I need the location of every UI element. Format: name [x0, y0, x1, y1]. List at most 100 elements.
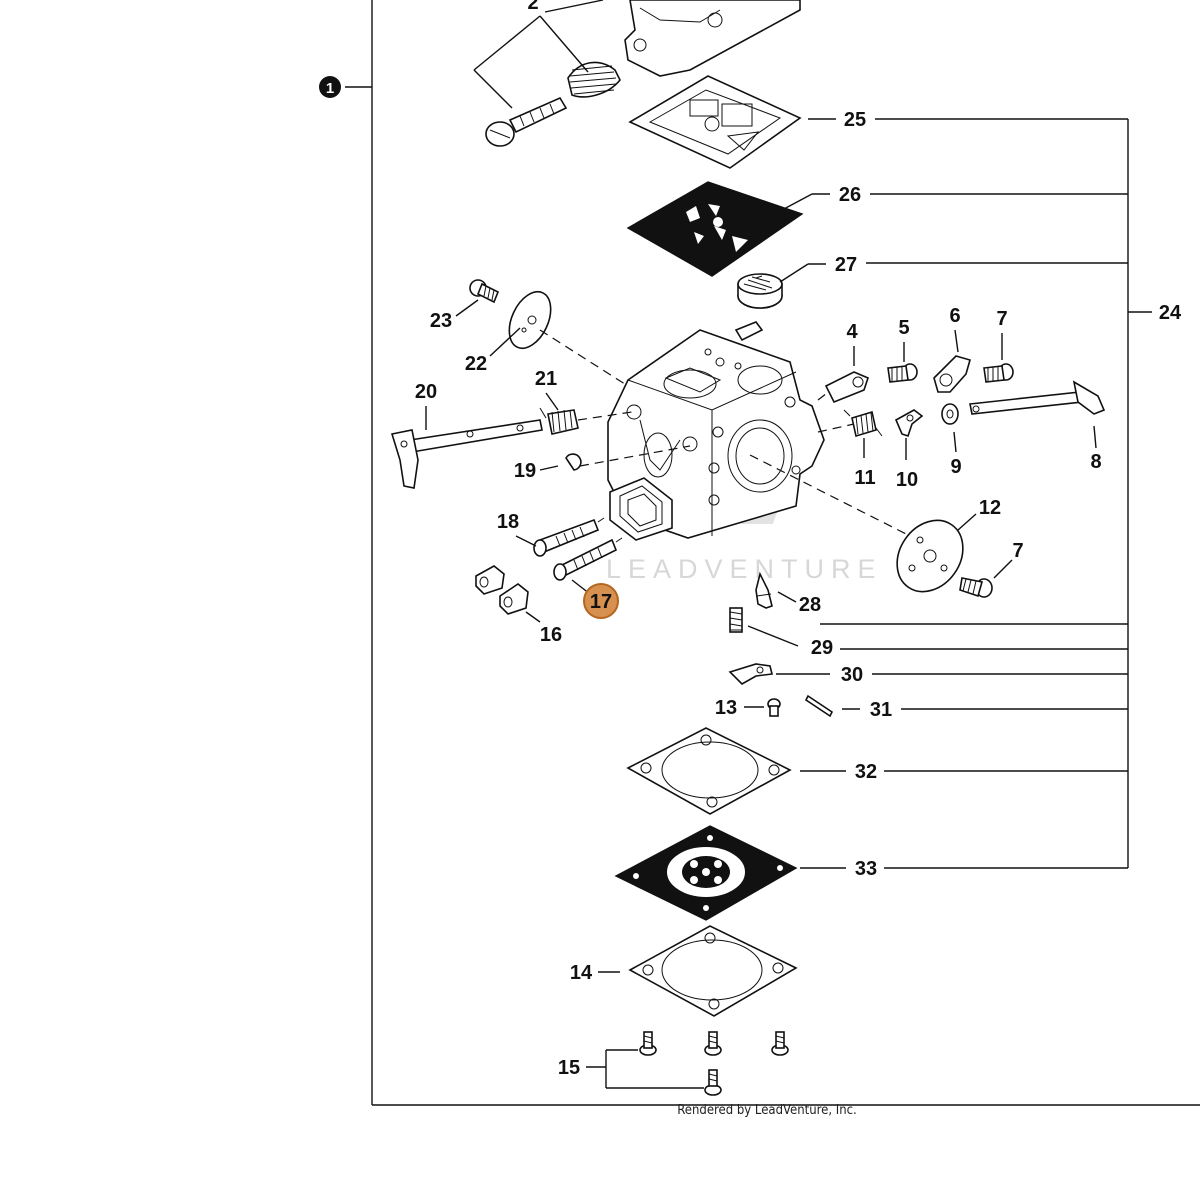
callout-7-bottom[interactable]: 7 [993, 540, 1024, 579]
callout-16[interactable]: 16 [525, 611, 562, 646]
callout-13[interactable]: 13 [715, 697, 764, 719]
callout-25[interactable]: 25 [808, 109, 866, 131]
detent-10[interactable] [894, 409, 924, 438]
svg-text:15: 15 [558, 1057, 580, 1079]
callout-4[interactable]: 4 [846, 321, 858, 366]
gasket-14[interactable] [628, 925, 798, 1017]
callout-27[interactable]: 27 [779, 254, 857, 283]
svg-text:11: 11 [854, 467, 875, 489]
top-cover[interactable] [624, 0, 801, 77]
svg-text:29: 29 [811, 637, 833, 659]
svg-text:10: 10 [896, 469, 918, 491]
needle-17[interactable] [553, 537, 623, 581]
callout-14[interactable]: 14 [570, 962, 620, 984]
filter-screen-27[interactable] [737, 273, 783, 309]
callout-29[interactable]: 29 [747, 625, 833, 659]
screw-15-c[interactable] [771, 1031, 789, 1056]
callout-10[interactable]: 10 [896, 438, 918, 491]
svg-text:25: 25 [844, 109, 866, 131]
callout-30[interactable]: 30 [776, 664, 863, 686]
gasket-32[interactable] [626, 727, 792, 815]
svg-text:33: 33 [855, 858, 877, 880]
screw-7-bottom[interactable] [959, 577, 993, 598]
metering-lever-30[interactable] [728, 663, 773, 685]
callout-20[interactable]: 20 [415, 381, 437, 430]
carburetor-body[interactable] [607, 321, 825, 541]
throttle-shaft-20[interactable] [390, 419, 543, 489]
screw-5[interactable] [887, 363, 918, 383]
callout-26[interactable]: 26 [781, 184, 861, 211]
callout-17-highlighted[interactable]: 17 [571, 579, 619, 619]
screw-2[interactable] [485, 96, 568, 147]
screw-7-top[interactable] [983, 363, 1014, 383]
svg-text:6: 6 [949, 305, 960, 327]
diaphragm-26[interactable] [626, 181, 804, 277]
needle-18[interactable] [533, 517, 605, 557]
callout-2[interactable]: 2 [473, 0, 604, 109]
svg-text:7: 7 [1012, 540, 1023, 562]
svg-text:4: 4 [846, 321, 858, 343]
kit-24-bracket [820, 118, 1152, 869]
choke-shaft-8[interactable] [969, 380, 1106, 415]
svg-text:17: 17 [590, 591, 612, 613]
washer-9[interactable] [941, 403, 959, 425]
svg-text:31: 31 [870, 699, 892, 721]
svg-text:30: 30 [841, 664, 863, 686]
screw-13[interactable] [767, 698, 781, 717]
callout-8[interactable]: 8 [1090, 425, 1102, 473]
spring-2[interactable] [567, 61, 621, 98]
callout-5[interactable]: 5 [898, 317, 910, 362]
spring-21[interactable] [539, 407, 579, 435]
svg-text:21: 21 [535, 368, 557, 390]
callout-24[interactable]: 24 [1159, 302, 1182, 324]
screw-23[interactable] [469, 279, 500, 304]
svg-text:1: 1 [326, 80, 334, 97]
limiter-cap-16[interactable] [475, 565, 529, 615]
svg-text:7: 7 [996, 308, 1007, 330]
assembly-frame [345, 0, 1200, 1106]
screws-15[interactable] [639, 1031, 789, 1096]
screw-15-a[interactable] [639, 1031, 657, 1056]
svg-text:26: 26 [839, 184, 861, 206]
callout-9[interactable]: 9 [950, 431, 962, 478]
clip-19[interactable] [565, 453, 582, 471]
svg-text:12: 12 [979, 497, 1001, 519]
inlet-needle-28[interactable] [755, 571, 773, 609]
callout-23[interactable]: 23 [430, 299, 479, 332]
pump-cover-12[interactable] [884, 508, 977, 605]
callout-33[interactable]: 33 [800, 858, 877, 880]
assembly-badge[interactable]: 1 [319, 76, 341, 98]
svg-text:27: 27 [835, 254, 857, 276]
cam-6[interactable] [933, 355, 971, 393]
callout-32[interactable]: 32 [800, 761, 877, 783]
screw-15-d[interactable] [704, 1069, 722, 1096]
spring-29[interactable] [729, 607, 743, 633]
callout-12[interactable]: 12 [957, 497, 1001, 531]
svg-text:24: 24 [1159, 302, 1182, 324]
callout-15[interactable]: 15 [558, 1049, 704, 1089]
callout-11[interactable]: 11 [854, 438, 876, 489]
callout-7-top[interactable]: 7 [996, 308, 1008, 360]
callout-28[interactable]: 28 [777, 591, 821, 616]
gasket-25[interactable] [628, 75, 802, 169]
pin-31[interactable] [804, 694, 834, 718]
callout-31[interactable]: 31 [842, 699, 892, 721]
svg-text:14: 14 [570, 962, 593, 984]
svg-text:13: 13 [715, 697, 737, 719]
callout-6[interactable]: 6 [949, 305, 961, 353]
lever-4[interactable] [824, 371, 869, 404]
callout-19[interactable]: 19 [514, 460, 559, 482]
render-credit: Rendered by LeadVenture, Inc. [677, 1103, 857, 1118]
screw-15-b[interactable] [704, 1031, 722, 1056]
callout-21[interactable]: 21 [535, 368, 559, 411]
svg-text:28: 28 [799, 594, 821, 616]
callout-22[interactable]: 22 [465, 327, 521, 375]
svg-text:LEADVENTURE: LEADVENTURE [606, 554, 883, 584]
svg-text:19: 19 [514, 460, 536, 482]
callout-18[interactable]: 18 [497, 511, 537, 547]
spring-11[interactable] [843, 409, 883, 438]
diaphragm-33[interactable] [614, 825, 798, 921]
svg-text:22: 22 [465, 353, 487, 375]
throttle-disc-22[interactable] [501, 285, 559, 355]
svg-text:20: 20 [415, 381, 437, 403]
